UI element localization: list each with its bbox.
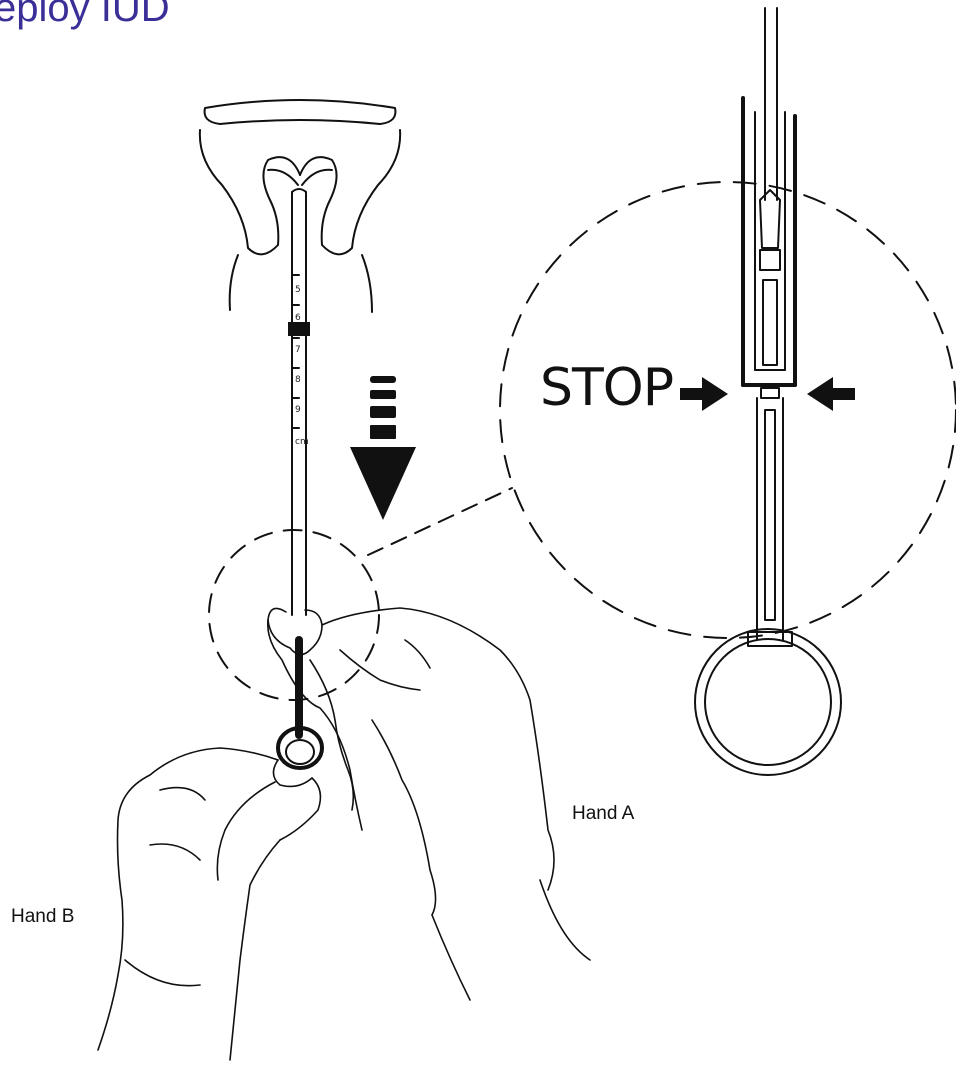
ring-outer bbox=[695, 629, 841, 775]
down-arrow-icon bbox=[350, 376, 416, 520]
large-dashed-circle bbox=[500, 182, 956, 638]
uterus-outline bbox=[200, 100, 400, 312]
ring-inner bbox=[705, 639, 831, 765]
inserter-tube bbox=[292, 189, 306, 615]
detail-tube bbox=[743, 8, 795, 385]
scale-mark-6: 6 bbox=[295, 313, 301, 323]
left-arrow-icon bbox=[807, 377, 855, 411]
flange-marker bbox=[288, 322, 310, 336]
scale-mark-9: 9 bbox=[295, 405, 301, 415]
scale-mark-8: 8 bbox=[295, 375, 301, 385]
hand-a bbox=[268, 608, 590, 1000]
scale-mark-cm: cm bbox=[295, 437, 309, 447]
scale-mark-5: 5 bbox=[295, 285, 301, 295]
detail-rod bbox=[748, 388, 792, 646]
hand-b bbox=[98, 748, 320, 1060]
right-arrow-icon bbox=[680, 377, 728, 411]
scale-mark-7: 7 bbox=[295, 345, 301, 355]
